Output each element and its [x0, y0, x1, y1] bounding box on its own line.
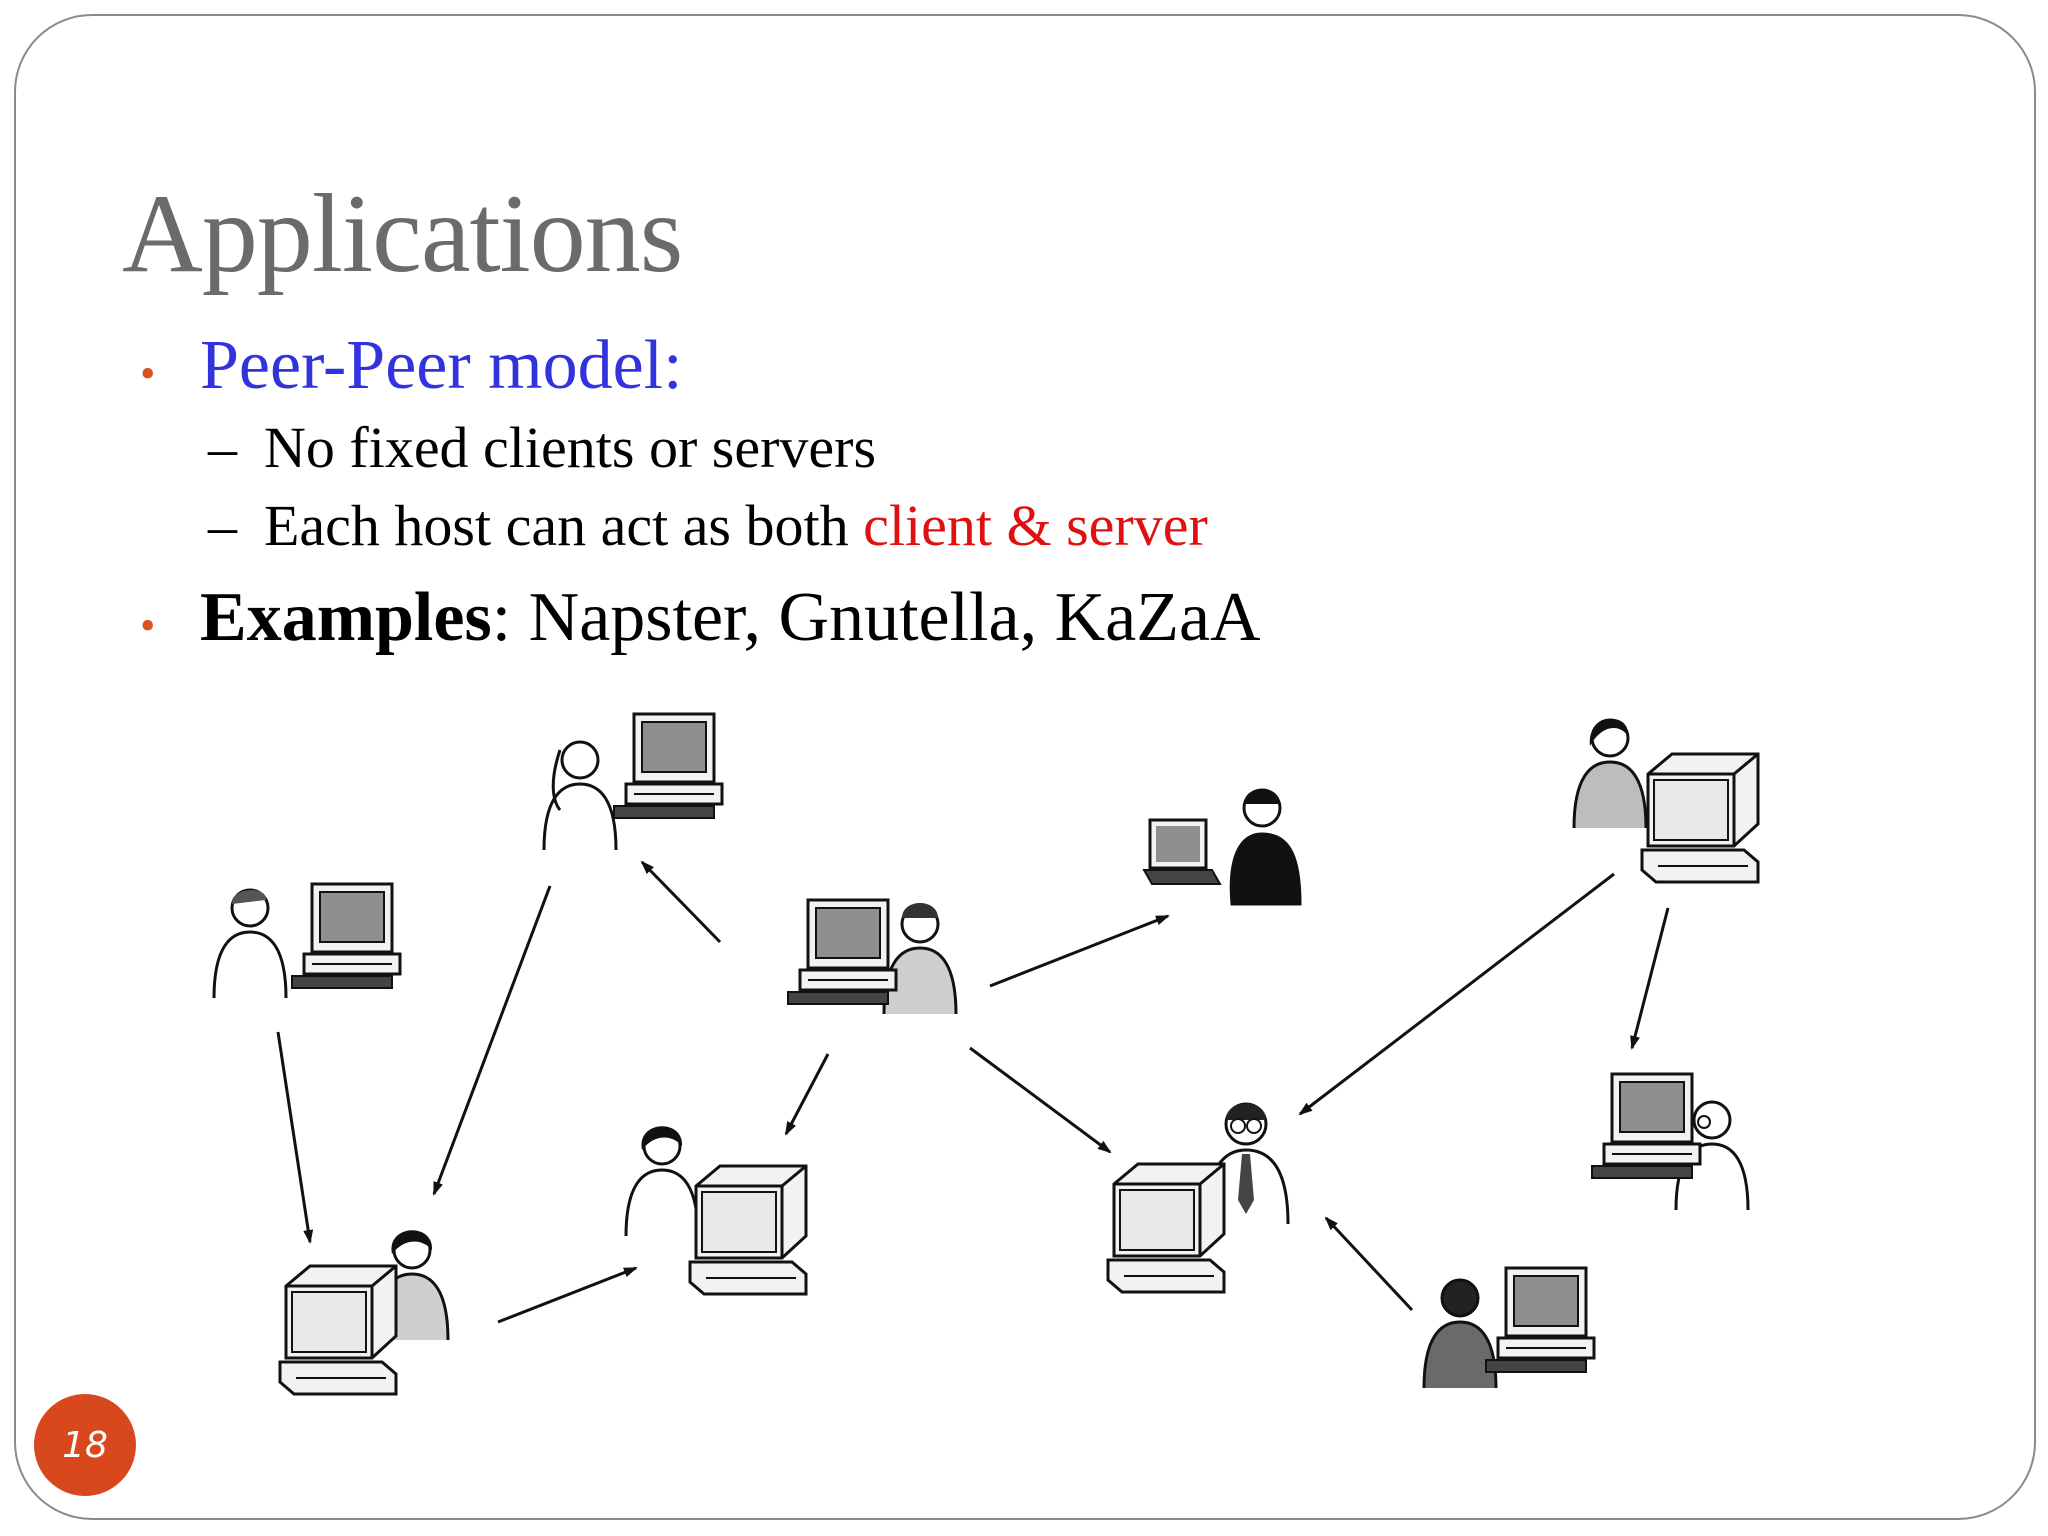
dash-icon: – — [208, 493, 237, 558]
sub-item-text: Each host can act as both client & serve… — [264, 492, 1208, 559]
arrow-center-to-laptop — [989, 914, 1170, 988]
peer-center-man — [786, 898, 958, 1016]
examples-list: : Napster, Gnutella, KaZaA — [491, 579, 1261, 656]
peer-top-left-woman — [542, 712, 724, 852]
desktop-computer-icon — [1106, 1162, 1226, 1294]
edge-arrows — [276, 860, 1670, 1324]
sub-item-each-host: – Each host can act as both client & ser… — [208, 492, 1208, 559]
sub-item-no-fixed: – No fixed clients or servers — [208, 414, 876, 481]
peer-right-man — [1590, 1072, 1750, 1212]
arrow-bottom-right-to-center-right — [1324, 1216, 1414, 1312]
bullet-examples-text: Examples: Napster, Gnutella, KaZaA — [200, 578, 1261, 658]
examples-label: Examples — [200, 579, 492, 656]
desktop-computer-icon — [786, 898, 898, 1006]
peer-bottom-right-man — [1422, 1266, 1596, 1390]
peer-laptop-man — [1142, 788, 1302, 906]
sub-item-text: No fixed clients or servers — [264, 415, 877, 480]
person-desktop-icon — [882, 901, 958, 1016]
arrow-bottom-left-to-middle — [497, 1266, 638, 1324]
desktop-computer-icon — [278, 1264, 398, 1396]
person-desktop-icon — [1572, 760, 1648, 829]
arrow-top-left-to-bottom-left — [432, 885, 552, 1196]
desktop-computer-icon — [612, 712, 724, 820]
arrow-top-right-to-center-right — [1298, 872, 1615, 1116]
arrow-top-right-to-right — [1630, 907, 1670, 1050]
desktop-computer-icon — [1484, 1266, 1596, 1374]
person-laptop-icon — [1229, 832, 1302, 906]
desktop-computer-icon — [1590, 1072, 1702, 1180]
bullet-heading: Peer-Peer model: — [200, 327, 683, 404]
sub-item-plain: Each host can act as both — [264, 493, 864, 558]
slide-title: Applications — [122, 172, 683, 296]
person-desktop-icon — [624, 1168, 700, 1237]
arrow-center-to-top-left — [640, 860, 722, 944]
peer-middle-woman — [624, 1126, 808, 1296]
sub-item-highlight: client & server — [863, 493, 1208, 558]
desktop-computer-icon — [290, 882, 402, 990]
desktop-computer-icon — [688, 1164, 808, 1296]
page-number-badge: 18 — [34, 1394, 136, 1496]
arrow-center-to-middle-woman — [784, 1053, 830, 1136]
bullet-examples: • Examples: Napster, Gnutella, KaZaA — [140, 578, 1261, 658]
arrow-left-to-bottom-left — [276, 1031, 314, 1244]
desktop-computer-icon — [1640, 752, 1760, 884]
peer-top-right-woman — [1572, 718, 1760, 884]
peer-bottom-left-woman — [278, 1230, 450, 1396]
bullet-dot-icon: • — [140, 601, 156, 650]
peer-left-man — [212, 882, 402, 1000]
bullet-dot-icon: • — [140, 349, 156, 398]
arrow-center-to-center-right — [969, 1046, 1112, 1154]
person-desktop-icon — [212, 888, 288, 1000]
bullet-peer-model: • Peer-Peer model: — [140, 326, 683, 406]
peer-center-right-man — [1106, 1102, 1290, 1294]
dash-icon: – — [208, 415, 237, 480]
